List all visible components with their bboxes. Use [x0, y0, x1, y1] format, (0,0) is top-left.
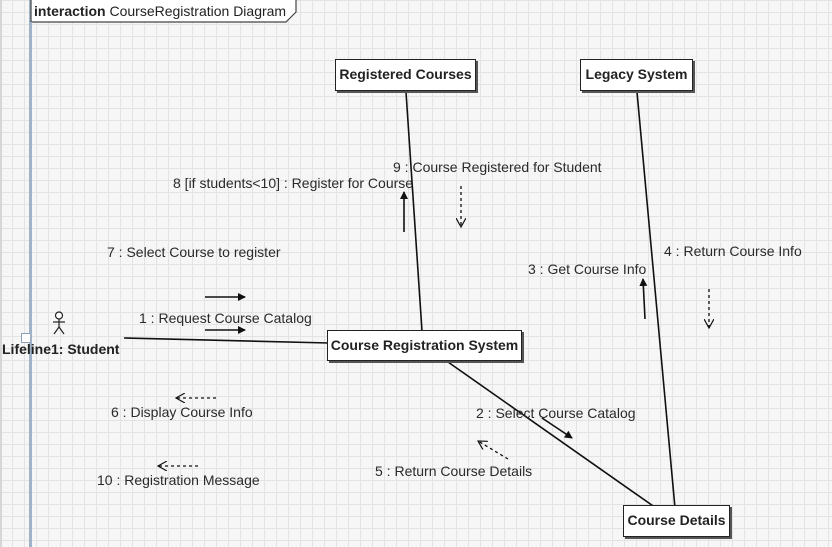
message-10-label[interactable]: 10 : Registration Message: [97, 472, 260, 488]
stick-figure-icon[interactable]: [50, 311, 68, 335]
object-course-details[interactable]: Course Details: [623, 505, 730, 537]
message-1-label[interactable]: 1 : Request Course Catalog: [139, 310, 312, 326]
arrow-m3: [639, 278, 648, 320]
arrow-m2: [541, 417, 573, 439]
message-2-label[interactable]: 2 : Select Course Catalog: [476, 405, 636, 421]
canvas-left-border: [0, 0, 2, 547]
interaction-frame-title[interactable]: interaction CourseRegistration Diagram: [31, 0, 299, 22]
message-8-label[interactable]: 8 [if students<10] : Register for Course: [173, 175, 414, 191]
message-5-label[interactable]: 5 : Return Course Details: [375, 463, 533, 479]
message-6-label[interactable]: 6 : Display Course Info: [111, 404, 253, 420]
message-7-label[interactable]: 7 : Select Course to register: [107, 244, 281, 260]
object-legacy-system[interactable]: Legacy System: [580, 59, 693, 91]
actor-student-label[interactable]: Lifeline1: Student: [2, 341, 120, 357]
link-system-details: [447, 361, 657, 509]
arrow-m5: [478, 441, 509, 460]
object-course-registration-system[interactable]: Course Registration System: [327, 330, 522, 361]
link-legacy-details: [636, 91, 676, 509]
frame-name: CourseRegistration Diagram: [109, 3, 287, 19]
message-4-label[interactable]: 4 : Return Course Info: [664, 243, 802, 259]
link-system-registered: [405, 91, 423, 332]
object-registered-courses[interactable]: Registered Courses: [335, 59, 476, 91]
link-student-system: [123, 337, 330, 344]
message-3-label[interactable]: 3 : Get Course Info: [528, 261, 647, 277]
frame-keyword: interaction: [34, 3, 106, 19]
message-9-label[interactable]: 9 : Course Registered for Student: [393, 159, 602, 175]
